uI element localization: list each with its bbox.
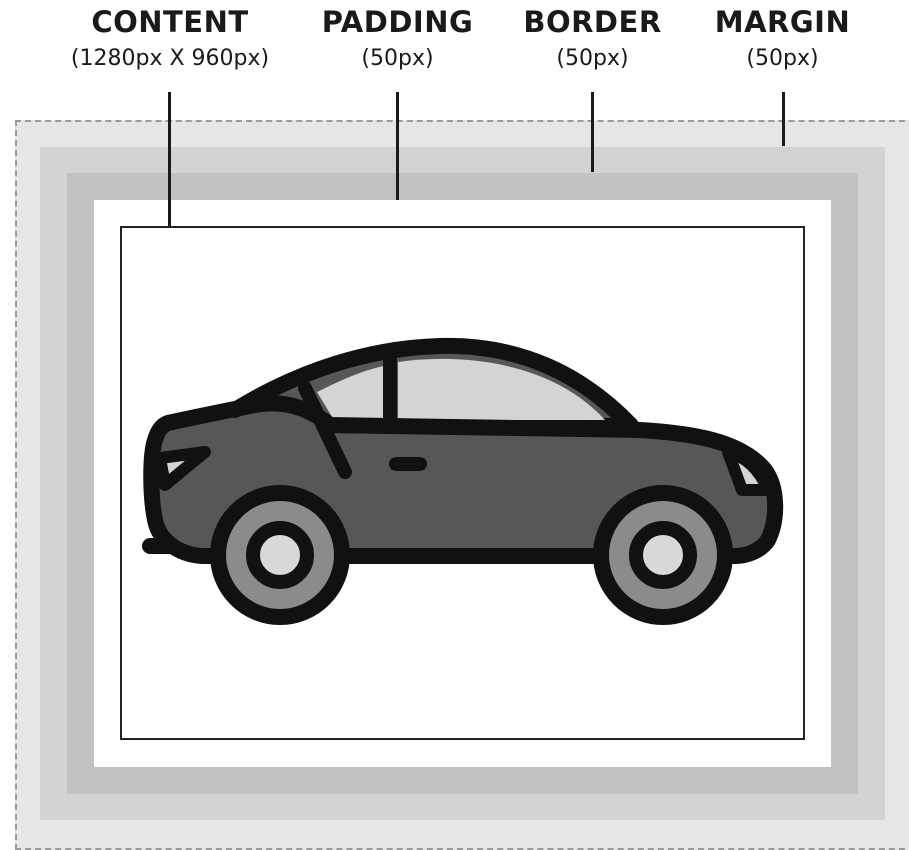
car-icon [0,0,909,844]
